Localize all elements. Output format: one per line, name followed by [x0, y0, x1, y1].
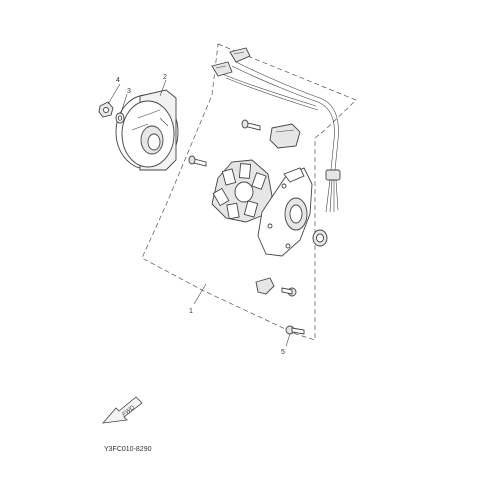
assembly-outline: [141, 43, 357, 341]
washer: [115, 112, 125, 124]
callout-3: 3: [127, 88, 131, 95]
leader-lines: [107, 79, 291, 347]
connector-a: [229, 47, 251, 63]
mounting-screw: [285, 325, 305, 335]
callout-5: 5: [281, 349, 285, 356]
stator-coil: [211, 159, 273, 223]
diagram-code: Y3FC010-8290: [104, 446, 152, 453]
callout-4: 4: [116, 77, 120, 84]
callout-2: 2: [163, 74, 167, 81]
flywheel-rotor: [115, 89, 179, 171]
stator-base-plate: [257, 167, 313, 257]
wire-harness: [221, 61, 341, 213]
clamp-screw: [281, 287, 297, 297]
pickup-screw: [241, 119, 261, 131]
fwd-arrow-icon: FWD: [102, 396, 143, 424]
grommet: [312, 229, 328, 247]
pickup-coil: [269, 123, 301, 149]
nut: [98, 101, 114, 118]
callout-1: 1: [189, 308, 193, 315]
lead-clamp: [255, 277, 275, 295]
connector-b: [211, 61, 233, 77]
stator-screw: [188, 155, 207, 167]
